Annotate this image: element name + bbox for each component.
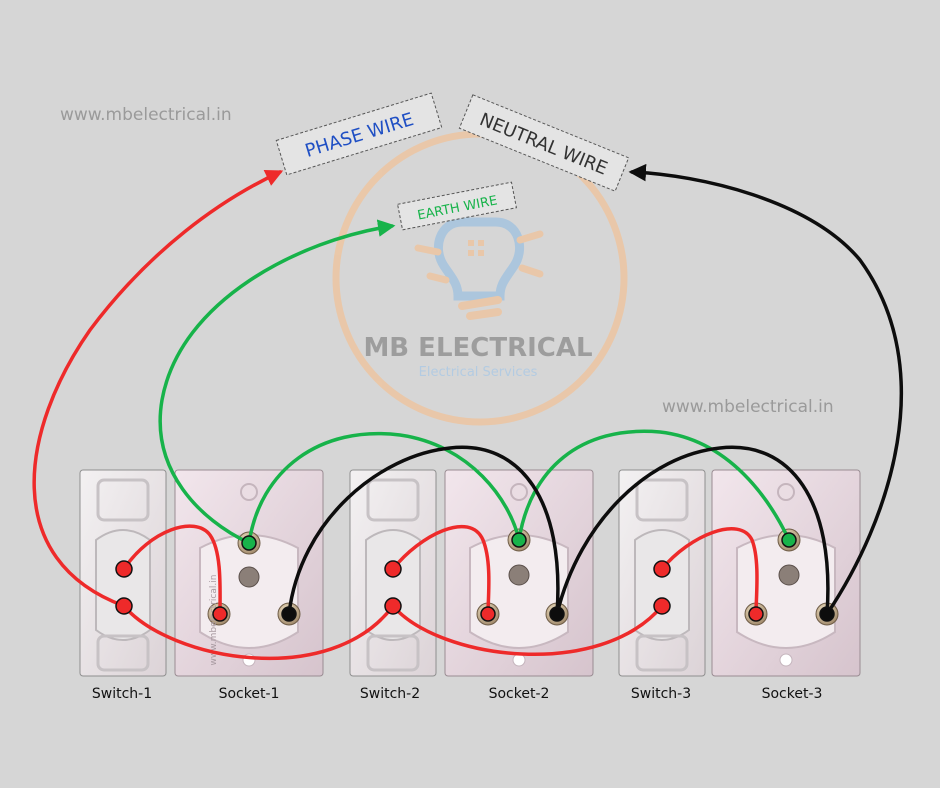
phase-wire-switch-to-socket-1 — [122, 524, 222, 616]
website-watermark-mid: www.mbelectrical.in — [662, 397, 834, 417]
switch-1-caption: Switch-1 — [92, 686, 152, 702]
socket-1-neutral-terminal — [281, 606, 297, 622]
unit-captions: Switch-1 Socket-1 Switch-2 Socket-2 Swit… — [92, 686, 823, 702]
switch-1-top-terminal — [115, 560, 133, 578]
socket-2-plate — [444, 469, 594, 677]
socket-2-phase-terminal — [480, 606, 496, 622]
socket-3-neutral-terminal — [819, 606, 835, 622]
wires — [32, 163, 904, 660]
terminal-dots — [115, 532, 835, 622]
switch-2-caption: Switch-2 — [360, 686, 420, 702]
socket-2-neutral-terminal — [549, 606, 565, 622]
socket-1-caption: Socket-1 — [219, 686, 280, 702]
switch-2-top-terminal — [384, 560, 402, 578]
earth-wire-to-label — [158, 219, 396, 545]
socket-3-phase-terminal — [748, 606, 764, 622]
neutral-wire-to-label — [628, 163, 904, 616]
logo-subtitle: Electrical Services — [419, 365, 538, 380]
socket-3-earth-terminal — [781, 532, 797, 548]
earth-wire-socket-1-to-socket-2 — [247, 432, 521, 545]
phase-wire-to-label — [32, 169, 284, 608]
neutral-wire-socket-1-to-socket-2 — [287, 445, 560, 616]
logo-title: MB ELECTRICAL — [363, 333, 592, 363]
phase-wire-switch-to-socket-3 — [660, 527, 759, 616]
switch-3-bottom-terminal — [653, 597, 671, 615]
switch-2-bottom-terminal — [384, 597, 402, 615]
phase-wire-label: PHASE WIRE — [275, 92, 443, 176]
socket-3-caption: Socket-3 — [762, 686, 823, 702]
earth-wire-socket-2-to-socket-3 — [517, 429, 791, 542]
neutral-wire-socket-2-to-socket-3 — [555, 445, 830, 616]
switch-3-top-terminal — [653, 560, 671, 578]
phase-wire-switch-2-to-switch-3 — [391, 604, 664, 657]
socket-2-earth-terminal — [511, 532, 527, 548]
socket-3-plate — [711, 469, 861, 677]
socket-2-caption: Socket-2 — [489, 686, 550, 702]
phase-wire-switch-to-socket-2 — [391, 524, 491, 616]
logo-watermark: MB ELECTRICAL Electrical Services — [332, 130, 628, 426]
plate-watermark-text: www.mbelectrical.in — [209, 575, 219, 666]
switch-1-bottom-terminal — [115, 597, 133, 615]
phase-wire-switch-1-to-switch-2 — [122, 604, 395, 660]
socket-1-plate — [174, 469, 324, 677]
switch-3-caption: Switch-3 — [631, 686, 691, 702]
website-watermark-top: www.mbelectrical.in — [60, 105, 232, 125]
socket-1-phase-terminal — [212, 606, 228, 622]
light-bulb-icon — [414, 192, 544, 320]
socket-1-earth-terminal — [241, 535, 257, 551]
neutral-wire-label: NEUTRAL WIRE — [458, 94, 630, 192]
